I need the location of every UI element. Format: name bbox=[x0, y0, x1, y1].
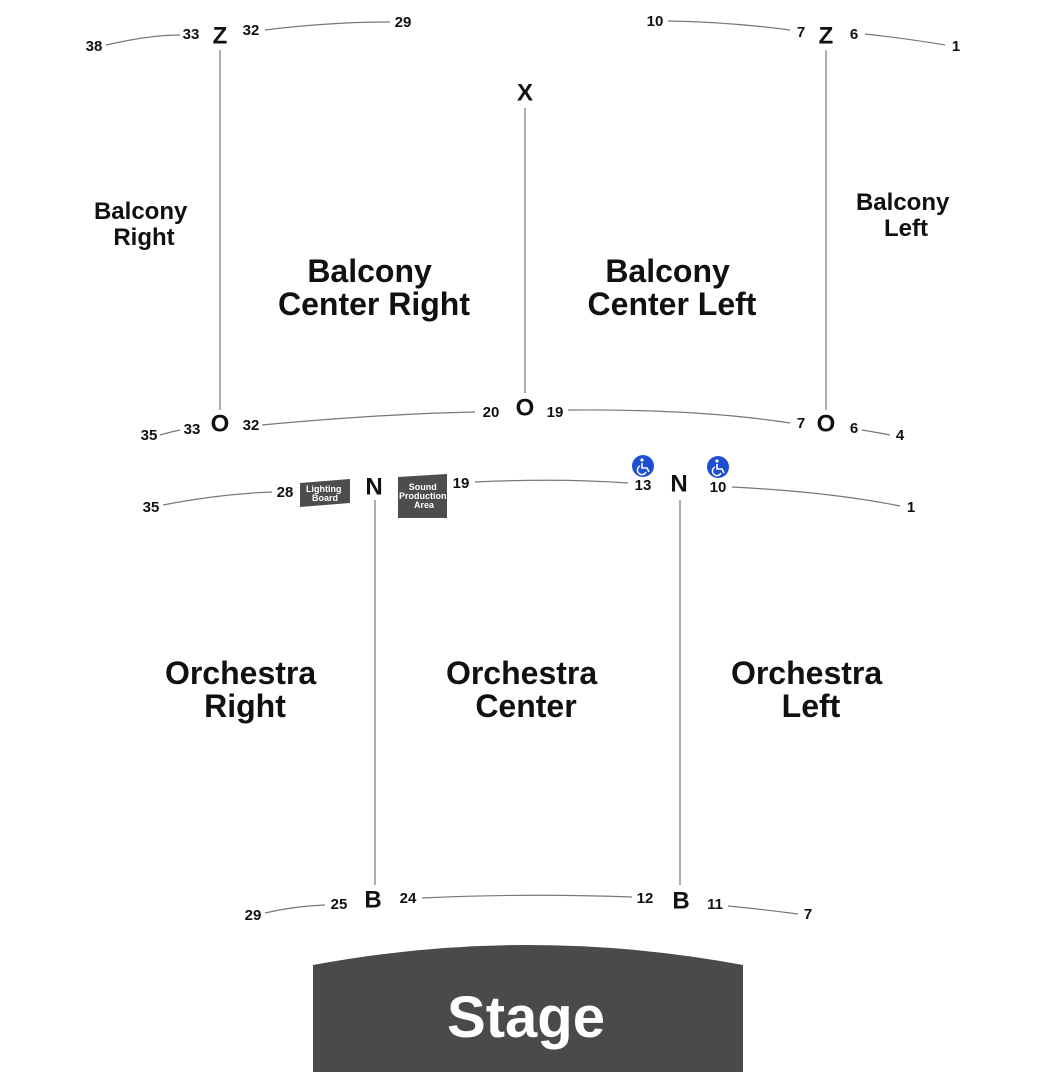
row-label-x-center: X bbox=[517, 79, 533, 106]
seat-number: 7 bbox=[797, 415, 805, 432]
seat-number: 6 bbox=[850, 26, 858, 43]
row-label-b-right: B bbox=[364, 886, 381, 913]
section-orchestra-left[interactable]: Orchestra Left bbox=[731, 655, 891, 724]
balcony-left-row-z-outer-arc bbox=[864, 33, 946, 46]
stage: Stage bbox=[313, 945, 743, 1072]
row-label-o-left: O bbox=[817, 410, 836, 437]
balcony-right-row-o-outer-arc bbox=[159, 429, 181, 436]
seat-number: 24 bbox=[400, 890, 417, 907]
seat-number: 35 bbox=[141, 427, 158, 444]
seat-number: 25 bbox=[331, 896, 348, 913]
orchestra-center-row-b-arc bbox=[421, 894, 633, 899]
section-orchestra-right[interactable]: Orchestra Right bbox=[165, 655, 325, 724]
svg-text:Sound Production A: Sound Production Area bbox=[399, 482, 449, 510]
stage-label: Stage bbox=[447, 985, 605, 1050]
seat-number: 13 bbox=[635, 477, 652, 494]
section-balcony-right[interactable]: Balcony Right bbox=[94, 198, 194, 251]
seat-number: 11 bbox=[707, 896, 723, 913]
row-label-b-left: B bbox=[672, 887, 689, 914]
orchestra-center-row-n-arc bbox=[474, 479, 629, 484]
seat-number: 7 bbox=[804, 906, 812, 923]
row-label-n-left: N bbox=[670, 470, 687, 497]
row-label-n-right: N bbox=[365, 473, 382, 500]
seat-number: 1 bbox=[952, 38, 960, 55]
orchestra-right-row-b-arc bbox=[264, 904, 326, 914]
wheelchair-icon[interactable] bbox=[632, 455, 654, 477]
lighting-board-booth: Lighting Board bbox=[300, 479, 350, 507]
sound-production-area: Sound Production Area bbox=[398, 474, 449, 518]
seat-number: 10 bbox=[710, 479, 727, 496]
seat-number: 32 bbox=[243, 22, 260, 39]
seat-number: 32 bbox=[243, 417, 260, 434]
balcony-center-right-row-z-arc bbox=[264, 21, 391, 31]
seat-number: 19 bbox=[453, 475, 470, 492]
balcony-center-right-row-o-arc bbox=[261, 411, 476, 426]
seat-number: 33 bbox=[183, 26, 200, 43]
seat-number: 12 bbox=[637, 890, 654, 907]
row-label-o-center: O bbox=[516, 394, 535, 421]
svg-text:Lighting Board: Lighting Board bbox=[306, 484, 344, 503]
section-balcony-center-right[interactable]: Balcony Center Right bbox=[278, 253, 470, 322]
section-balcony-left[interactable]: Balcony Left bbox=[856, 189, 956, 242]
orchestra-left-row-b-arc bbox=[727, 905, 799, 915]
balcony-right-row-z-outer-arc bbox=[105, 34, 181, 46]
seat-number: 4 bbox=[896, 427, 905, 444]
row-label-o-right: O bbox=[211, 410, 230, 437]
orchestra-right-row-n-arc bbox=[162, 491, 273, 506]
seat-number: 38 bbox=[86, 38, 103, 55]
seat-number: 35 bbox=[143, 499, 160, 516]
seat-number: 20 bbox=[483, 404, 500, 421]
seat-number: 28 bbox=[277, 484, 294, 501]
seat-number: 29 bbox=[395, 14, 412, 31]
seat-number: 19 bbox=[547, 404, 564, 421]
section-balcony-center-left[interactable]: Balcony Center Left bbox=[588, 253, 757, 322]
wheelchair-icon[interactable] bbox=[707, 456, 729, 478]
seat-number: 29 bbox=[245, 907, 262, 924]
row-label-z-right: Z bbox=[213, 22, 228, 49]
balcony-center-left-row-z-arc bbox=[667, 20, 791, 31]
seat-number: 10 bbox=[647, 13, 664, 30]
balcony-center-left-row-o-arc bbox=[567, 409, 791, 424]
section-orchestra-center[interactable]: Orchestra Center bbox=[446, 655, 606, 724]
row-label-z-left: Z bbox=[819, 22, 834, 49]
seat-number: 6 bbox=[850, 420, 858, 437]
orchestra-left-row-n-arc bbox=[731, 486, 901, 507]
seat-number: 1 bbox=[907, 499, 915, 516]
seat-number: 33 bbox=[184, 421, 201, 438]
seat-number: 7 bbox=[797, 24, 805, 41]
balcony-left-row-o-outer-arc bbox=[861, 429, 891, 436]
